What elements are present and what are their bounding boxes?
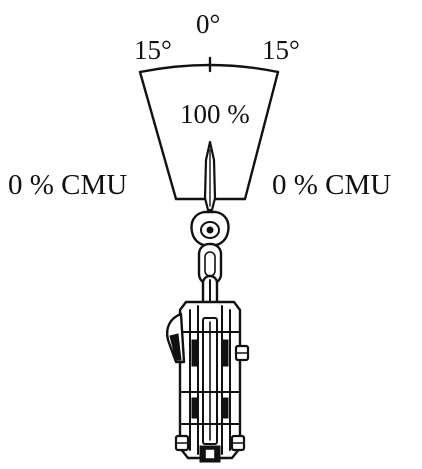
clamp-bolts bbox=[174, 344, 250, 452]
left-limit-line bbox=[138, 70, 178, 201]
bolt-right-upper bbox=[234, 344, 250, 362]
side-label-left: 0 % CMU bbox=[8, 169, 127, 201]
zone-label: 100 % bbox=[180, 99, 250, 129]
bolt-left-lower bbox=[174, 434, 190, 452]
right-limit-line bbox=[243, 70, 280, 201]
locking-lever bbox=[166, 312, 186, 364]
angle-label-right: 15° bbox=[262, 35, 300, 65]
side-label-right: 0 % CMU bbox=[272, 169, 391, 201]
angle-pointer bbox=[203, 140, 217, 212]
lifting-eye bbox=[190, 210, 230, 248]
bolt-right-lower bbox=[230, 434, 246, 452]
clamp-body bbox=[178, 300, 242, 463]
angle-label-center: 0° bbox=[196, 9, 220, 39]
angle-label-left: 15° bbox=[134, 35, 172, 65]
